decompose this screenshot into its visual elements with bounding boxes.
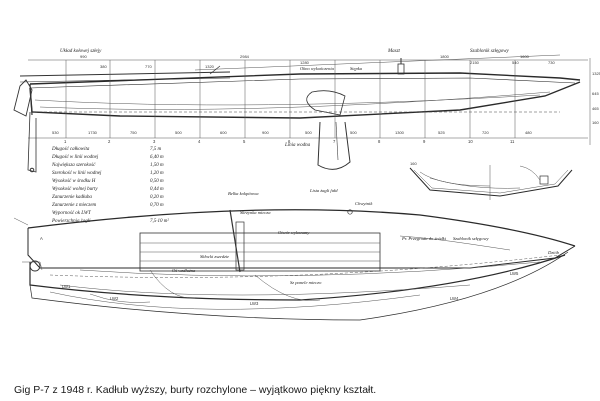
bottom-dim: 500: [175, 130, 182, 135]
station-number: 5: [243, 139, 246, 144]
spec-label: Zanurzenie kadłuba: [52, 195, 92, 200]
top-dim: 1320: [205, 64, 215, 69]
section-dim: 160: [410, 161, 417, 166]
spec-value: 7,5 m: [150, 147, 162, 152]
spec-label: Wyporność ok LWT: [52, 211, 92, 216]
bottom-dim: 600: [220, 130, 227, 135]
bottom-dim: 720: [482, 130, 489, 135]
station-number: 11: [510, 139, 515, 144]
station-number: 9: [423, 139, 426, 144]
section-label: LW2: [110, 296, 119, 301]
callout-cockpit-beam: Belka kokpitowa: [228, 191, 259, 196]
figure-caption: Gig P-7 z 1948 r. Kadłub wyższy, burty r…: [14, 384, 377, 396]
callout-rudder: Stępka: [350, 66, 363, 71]
callout-opening: Otwór wykonany: [278, 230, 310, 235]
callout-center: Okno wykończenia: [300, 66, 335, 71]
spec-label: Długość całkowita: [51, 147, 90, 152]
station-number: 8: [378, 139, 381, 144]
top-dim: 380: [100, 64, 107, 69]
callout-seat: Skłocki zszedzie: [200, 254, 229, 259]
top-dim: 2984: [240, 54, 250, 59]
bottom-dim: 500: [305, 130, 312, 135]
bottom-dim: 750: [130, 130, 137, 135]
callout-centerboard-panel: Sz panele mieczo: [290, 280, 322, 285]
spec-value: 7,5·10 m²: [150, 218, 169, 224]
callout-mast: Maszt: [387, 49, 401, 54]
top-dim: 770: [145, 64, 152, 69]
spec-label: Długość w linii wodnej: [51, 155, 99, 160]
top-dim: 990: [80, 54, 87, 59]
callout-cleat: Chwytnik: [355, 201, 373, 206]
spec-label: Wysokość wolnej burty: [52, 187, 98, 192]
spec-label: Wysokość w środku H: [52, 179, 96, 184]
spec-value: 0,50 m: [150, 179, 164, 184]
section-label: LW4: [450, 296, 459, 301]
spec-value: 0,70 m: [150, 203, 164, 208]
side-elevation: Układ kołowej szłejy Maszt Szablonik szł…: [13, 49, 600, 173]
spec-label: Powierzchnia żagli: [51, 219, 91, 224]
callout-sheer-template: Szablonik szłęgowy: [453, 236, 490, 241]
top-dim: 1280: [300, 60, 310, 65]
station-number: 6: [288, 139, 291, 144]
spec-value: 1,20 m: [150, 171, 164, 176]
height-dim: 1325: [592, 71, 600, 76]
section-label: LW3: [250, 301, 259, 306]
top-dim: 1600: [520, 54, 530, 59]
bottom-dim: 500: [350, 130, 357, 135]
bottom-dim: 525: [438, 130, 445, 135]
top-dim: 1800: [440, 54, 450, 59]
spec-label: Największa szerokość: [51, 163, 96, 168]
height-dim: 645: [592, 91, 599, 96]
spec-label: Zanurzenie z mieczem: [52, 203, 97, 208]
height-dim: 160: [592, 120, 599, 125]
callout-sail-rail: Lista żagli fałd: [309, 188, 338, 193]
top-dim: 540: [512, 60, 519, 65]
spec-value: 0,44 m: [150, 187, 164, 192]
station-number: 1: [64, 139, 67, 144]
bottom-dim: 900: [262, 130, 269, 135]
callout-waterline: Linia wodna: [284, 143, 311, 148]
bottom-dim: 1300: [395, 130, 405, 135]
station-number: 10: [468, 139, 473, 144]
bottom-dim: 480: [525, 130, 532, 135]
section-label: A: [40, 236, 43, 241]
callout-bulkhead: Pr. Przegroda do śródki: [401, 236, 447, 241]
top-dim: 2150: [470, 60, 480, 65]
plan-view: Belka kokpitowa Skrzynka miecza Lista ża…: [13, 188, 576, 321]
station-number: 2: [108, 139, 111, 144]
station-number: 4: [198, 139, 201, 144]
section-label: LW1: [62, 284, 71, 289]
station-number: 7: [333, 139, 336, 144]
callout-sheer: Szablonik szłęgowy: [470, 49, 510, 54]
callout-bow: Dziób: [547, 250, 560, 255]
height-dim: 465: [592, 106, 599, 111]
section-label: LW5: [510, 271, 519, 276]
body-sections: 160: [409, 161, 573, 200]
spec-value: 0,20 m: [150, 195, 164, 200]
spec-label: Szerokość w linii wodnej: [52, 171, 102, 176]
callout-centerboard-trunk: Skrzynka miecza: [240, 210, 271, 215]
bottom-dim: 1730: [88, 130, 98, 135]
top-dim: 730: [548, 60, 555, 65]
callout-boom: Układ kołowej szłejy: [60, 49, 102, 54]
station-number: 3: [153, 139, 156, 144]
specs-table: Długość całkowita 7,5 m Długość w linii …: [51, 147, 169, 224]
spec-value: 1,50 m: [150, 163, 164, 168]
callout-centerline: Oś wzdłużna: [172, 268, 196, 273]
spec-value: 6,40 m: [150, 155, 164, 160]
bottom-dim: 530: [52, 130, 59, 135]
